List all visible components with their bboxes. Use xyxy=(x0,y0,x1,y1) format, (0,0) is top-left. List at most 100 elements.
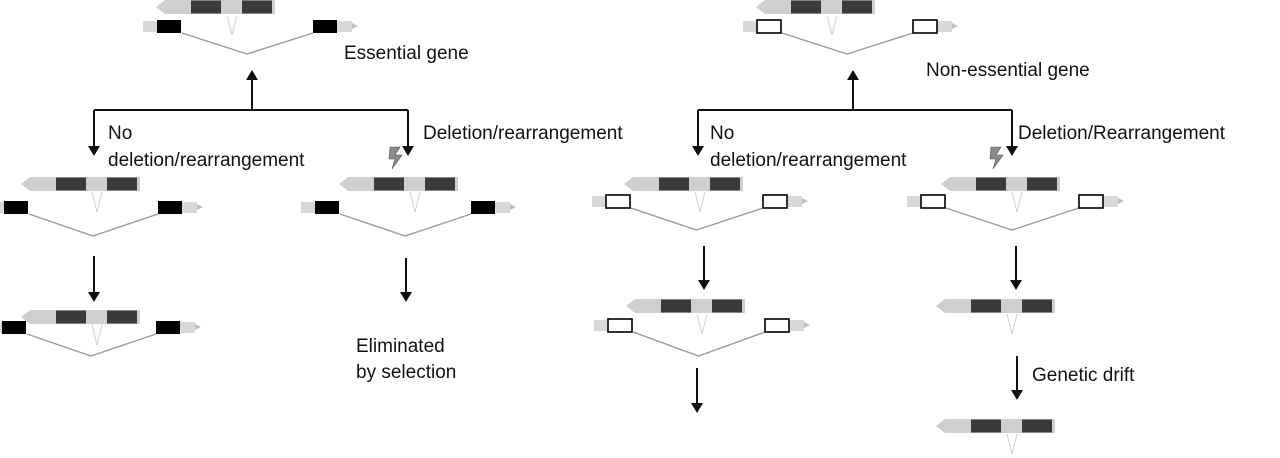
nonessential-gene-label: Non-essential gene xyxy=(926,60,1090,81)
genetic-drift-label: Genetic drift xyxy=(1032,365,1135,386)
inner-splice-line xyxy=(91,191,103,213)
splice-line xyxy=(781,32,914,55)
flank-tail xyxy=(937,21,952,32)
host-exon xyxy=(912,19,938,34)
inner-splice-line xyxy=(91,324,103,346)
nonessential-kept2-outer-gene xyxy=(594,318,810,357)
inner-splice-line xyxy=(696,313,708,335)
flank-tail xyxy=(0,322,2,333)
exon xyxy=(107,177,137,191)
flank-tail xyxy=(0,202,4,213)
nonessential-kept-inner-gene xyxy=(624,177,743,213)
inner-splice-line xyxy=(226,14,238,36)
exon xyxy=(56,310,86,324)
exon xyxy=(971,299,1001,313)
flank-tail xyxy=(337,21,352,32)
left-no-deletion-label-line2: deletion/rearrangement xyxy=(108,150,305,171)
nonessential-mutated-inner-gene xyxy=(941,177,1060,213)
inner-splice-line xyxy=(1006,433,1018,455)
right-deletion-label: Deletion/Rearrangement xyxy=(1018,123,1226,144)
flank-tail xyxy=(182,202,197,213)
direction-arrow-icon xyxy=(1118,198,1124,204)
exon xyxy=(1027,177,1057,191)
host-exon xyxy=(313,20,337,33)
exon xyxy=(425,177,455,191)
essential-kept-inner-gene xyxy=(21,177,140,213)
essential-mutated-inner-gene xyxy=(339,177,458,213)
lightning-bolt-icon xyxy=(989,146,1004,170)
nonessential-up-arrow-head xyxy=(847,70,859,80)
direction-arrow-icon xyxy=(802,198,808,204)
nonessential-no-deletion-arrow-head xyxy=(692,146,704,156)
left-no-deletion-label-line1: No xyxy=(108,123,132,144)
essential-no-deletion-arrow-head xyxy=(88,146,100,156)
inner-splice-line xyxy=(409,191,421,213)
host-exon xyxy=(1078,194,1104,209)
essential-kept-down-arrow-head xyxy=(88,292,100,302)
exon xyxy=(191,0,221,14)
direction-arrow-icon xyxy=(352,23,358,29)
nonessential-top-inner-gene xyxy=(756,0,875,36)
essential-kept2-outer-gene xyxy=(0,321,201,357)
host-exon xyxy=(756,19,782,34)
right-no-deletion-label-line2: deletion/rearrangement xyxy=(710,150,907,171)
right-no-deletion-label-line1: No xyxy=(710,123,734,144)
flank-tail xyxy=(143,21,157,32)
exon xyxy=(712,299,742,313)
nonessential-drift-arrow-head xyxy=(1010,280,1022,290)
splice-line xyxy=(26,333,157,357)
flank-tail xyxy=(301,202,315,213)
essential-deletion-arrow-head xyxy=(402,146,414,156)
nonessential-drifted-inner-gene xyxy=(936,299,1055,335)
splice-line xyxy=(630,207,764,231)
direction-arrow-icon xyxy=(804,322,810,328)
host-exon xyxy=(4,201,28,214)
essential-gene-label: Essential gene xyxy=(344,43,469,64)
inner-splice-line xyxy=(694,191,706,213)
left-deletion-label: Deletion/rearrangement xyxy=(423,123,623,144)
exon xyxy=(659,177,689,191)
nonessential-kept2-inner-gene xyxy=(626,299,745,335)
nonessential-kept-outer-gene xyxy=(592,194,808,231)
nonessential-deletion-arrow-head xyxy=(1006,146,1018,156)
essential-kept-outer-gene xyxy=(0,201,203,237)
inner-splice-line xyxy=(1011,191,1023,213)
exon xyxy=(56,177,86,191)
flank-tail xyxy=(495,202,510,213)
direction-arrow-icon xyxy=(195,324,201,330)
direction-arrow-icon xyxy=(510,204,516,210)
flank-tail xyxy=(180,322,195,333)
flank-tail xyxy=(1103,196,1118,207)
eliminated-label-line1: Eliminated xyxy=(356,336,445,357)
nonessential-kept-down-arrow-head xyxy=(698,280,710,290)
exon xyxy=(842,0,872,14)
host-exon xyxy=(607,318,633,333)
host-exon xyxy=(157,20,181,33)
host-exon xyxy=(315,201,339,214)
host-exon xyxy=(156,321,180,334)
lightning-bolt-icon xyxy=(388,146,403,170)
splice-line xyxy=(632,331,766,357)
eliminated-label-line2: by selection xyxy=(356,362,456,383)
exon xyxy=(374,177,404,191)
exon xyxy=(1022,299,1052,313)
exon xyxy=(971,419,1001,433)
flank-tail xyxy=(594,320,608,331)
host-exon xyxy=(2,321,26,334)
flank-tail xyxy=(789,320,804,331)
exon xyxy=(661,299,691,313)
essential-eliminated-arrow-head xyxy=(400,292,412,302)
exon xyxy=(1022,419,1052,433)
inner-splice-line xyxy=(1006,313,1018,335)
host-exon xyxy=(764,318,790,333)
flank-tail xyxy=(592,196,606,207)
splice-line xyxy=(28,213,159,237)
host-exon xyxy=(471,201,495,214)
flank-tail xyxy=(907,196,921,207)
exon xyxy=(242,0,272,14)
essential-top-inner-gene xyxy=(156,0,275,36)
direction-arrow-icon xyxy=(952,23,958,29)
flank-tail xyxy=(787,196,802,207)
